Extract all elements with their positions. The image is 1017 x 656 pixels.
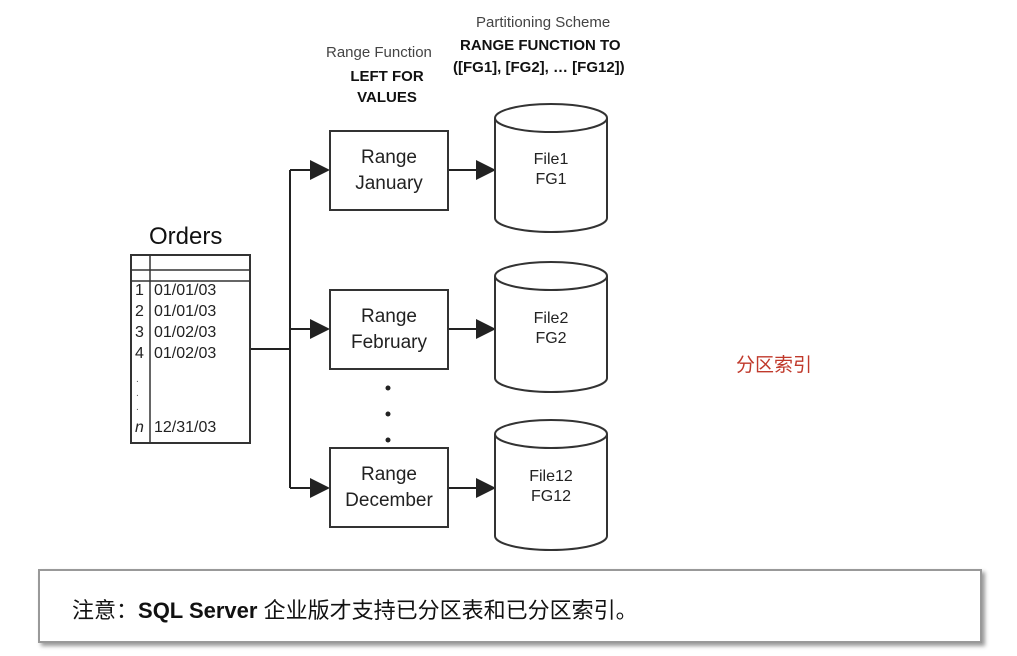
svg-text:.: . — [136, 402, 139, 413]
file1-label: File1 FG1 — [495, 150, 607, 190]
partition-scheme-label: Partitioning Scheme — [476, 14, 611, 31]
ellipsis-dot — [385, 437, 391, 443]
svg-text:.: . — [136, 388, 139, 399]
ellipsis-dot — [385, 385, 391, 391]
range-box-december: Range December — [329, 447, 449, 528]
ellipsis-dot — [385, 411, 391, 417]
note-bold: SQL Server — [138, 598, 258, 623]
range-box-line1: Range — [361, 146, 417, 168]
filegroup-name: FG12 — [530, 488, 571, 505]
file2-label: File2 FG2 — [495, 309, 607, 349]
cylinder-file12 — [494, 419, 608, 551]
filegroup-name: FG1 — [535, 171, 567, 188]
row-date: 01/01/03 — [154, 303, 217, 320]
range-box-line2: February — [350, 331, 428, 353]
range-box-line1: Range — [361, 305, 417, 327]
row-id: n — [135, 419, 144, 436]
range-box-line2: January — [355, 172, 423, 194]
range-box-line1: Range — [361, 463, 417, 485]
row-date: 01/01/03 — [154, 282, 217, 299]
svg-text:.: . — [136, 374, 139, 385]
range-box-february: Range February — [329, 289, 449, 370]
side-label: 分区索引 — [736, 355, 813, 376]
range-box-line2: December — [345, 489, 433, 511]
note-box — [38, 569, 982, 643]
cylinder-file1 — [494, 103, 608, 233]
filegroup-name: FG2 — [535, 330, 567, 347]
row-date: 01/02/03 — [154, 324, 217, 341]
range-function-label: Range Function — [326, 44, 432, 61]
cylinder-file2 — [494, 261, 608, 393]
note-text: 注意：SQL Server 企业版才支持已分区表和已分区索引。 — [72, 593, 638, 625]
file-name: File12 — [529, 468, 573, 485]
file-name: File1 — [533, 151, 569, 168]
partition-scheme-line1: RANGE FUNCTION TO — [460, 37, 621, 54]
row-id: 2 — [135, 303, 144, 320]
row-date: 01/02/03 — [154, 345, 217, 362]
row-id: 1 — [135, 282, 144, 299]
file-name: File2 — [533, 310, 569, 327]
note-suffix: 企业版才支持已分区表和已分区索引。 — [257, 598, 638, 623]
row-date: 12/31/03 — [154, 419, 217, 436]
orders-table — [130, 254, 251, 444]
row-id: 3 — [135, 324, 144, 341]
note-prefix: 注意： — [72, 598, 139, 623]
range-box-january: Range January — [329, 130, 449, 211]
range-function-value: LEFT FOR VALUES — [350, 68, 424, 106]
orders-title: Orders — [149, 223, 223, 250]
row-id: 4 — [135, 345, 144, 362]
file12-label: File12 FG12 — [495, 467, 607, 507]
partition-scheme-line2: ([FG1], [FG2], … [FG12]) — [453, 59, 625, 76]
